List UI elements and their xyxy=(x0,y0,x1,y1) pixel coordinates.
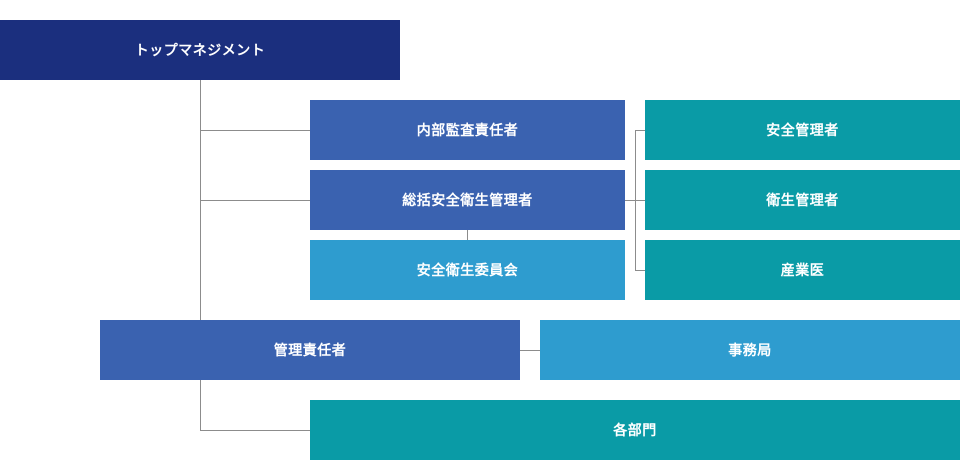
connector-management-down xyxy=(200,380,201,430)
connector-general-to-bracket xyxy=(625,200,635,201)
connector-management-to-secretariat xyxy=(520,350,540,351)
health-manager-box: 衛生管理者 xyxy=(645,170,960,230)
top-management-box: トップマネジメント xyxy=(0,20,400,80)
safety-manager-box: 安全管理者 xyxy=(645,100,960,160)
management-officer-box: 管理責任者 xyxy=(100,320,520,380)
safety-health-committee-box: 安全衛生委員会 xyxy=(310,240,625,300)
internal-audit-officer-box: 内部監査責任者 xyxy=(310,100,625,160)
connector-to-departments xyxy=(200,430,310,431)
industrial-physician-box: 産業医 xyxy=(645,240,960,300)
connector-to-physician xyxy=(635,270,645,271)
connector-general-to-committee xyxy=(467,230,468,240)
general-safety-health-manager-box: 総括安全衛生管理者 xyxy=(310,170,625,230)
secretariat-box: 事務局 xyxy=(540,320,960,380)
connector-to-audit xyxy=(200,130,310,131)
departments-box: 各部門 xyxy=(310,400,960,460)
connector-to-general-manager xyxy=(200,200,310,201)
connector-to-health-manager xyxy=(635,200,645,201)
connector-to-safety-manager xyxy=(635,130,645,131)
